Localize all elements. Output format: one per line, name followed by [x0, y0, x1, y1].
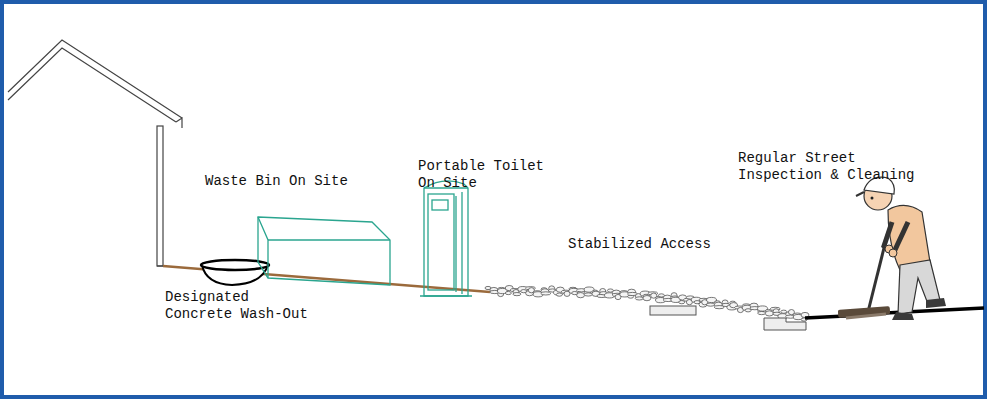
gravel-stone — [635, 297, 643, 300]
callout-label: Designated Concrete Wash-Out — [165, 289, 315, 323]
callout-label: Portable Toilet On Site — [418, 158, 548, 192]
callout-label: Waste Bin On Site — [205, 173, 375, 190]
gravel-stone — [513, 293, 521, 296]
gravel-stone — [505, 291, 511, 294]
house-outline — [8, 40, 182, 266]
callout-label: Stabilized Access — [568, 236, 728, 253]
callout-label: Regular Street Inspection & Cleaning — [738, 150, 938, 184]
waste-bin — [258, 217, 390, 285]
worker-with-broom — [838, 177, 946, 320]
sediment-pads — [650, 306, 806, 330]
gravel-stone — [758, 311, 766, 314]
gravel-stone — [765, 311, 773, 316]
gravel-stone — [707, 303, 715, 306]
gravel-stone — [556, 293, 562, 296]
portable-toilet — [420, 181, 472, 296]
gravel-stone — [584, 293, 592, 296]
gravel-stone — [541, 292, 551, 295]
gravel-stone — [679, 301, 685, 304]
gravel-stone — [577, 293, 585, 298]
stabilized-access-gravel — [485, 285, 809, 321]
gravel-stone — [643, 296, 651, 301]
